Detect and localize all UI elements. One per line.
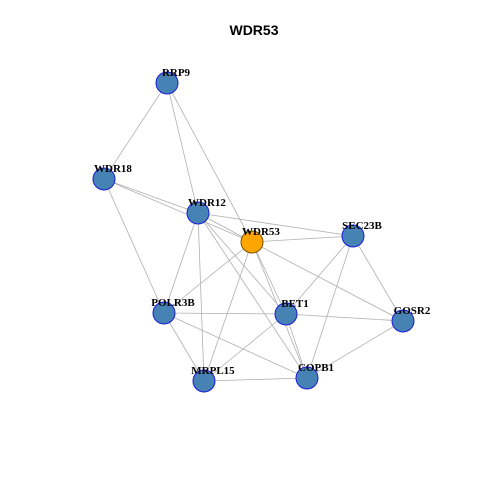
edge-rrp9-wdr12 <box>166 82 199 214</box>
node-wdr53[interactable] <box>240 230 264 254</box>
node-label-polr3b: POLR3B <box>151 297 195 309</box>
node-label-copb1: COPB1 <box>298 362 334 374</box>
node-label-mrpl15: MRPL15 <box>191 365 235 377</box>
edge-rrp9-wdr53 <box>166 82 253 243</box>
edge-wdr53-polr3b <box>163 241 253 314</box>
edge-wdr53-gosr2 <box>251 241 404 322</box>
edge-wdr12-sec23b <box>197 212 354 237</box>
node-bet1[interactable] <box>274 302 298 326</box>
edge-wdr18-wdr53 <box>103 178 253 243</box>
node-mrpl15[interactable] <box>192 369 216 393</box>
node-polr3b[interactable] <box>152 301 176 325</box>
edge-polr3b-bet1 <box>163 312 287 315</box>
edge-wdr18-polr3b <box>103 178 165 314</box>
node-copb1[interactable] <box>295 366 319 390</box>
edge-sec23b-bet1 <box>285 235 354 315</box>
edge-rrp9-wdr18 <box>103 82 168 180</box>
edge-mrpl15-copb1 <box>203 377 308 382</box>
edge-gosr2-copb1 <box>306 320 404 379</box>
node-wdr12[interactable] <box>186 201 210 225</box>
edge-polr3b-copb1 <box>163 312 308 379</box>
node-rrp9[interactable] <box>155 71 179 95</box>
edge-bet1-gosr2 <box>285 313 404 322</box>
edge-wdr12-polr3b <box>163 212 199 314</box>
node-wdr18[interactable] <box>92 167 116 191</box>
edge-wdr53-mrpl15 <box>203 241 253 382</box>
node-label-bet1: BET1 <box>281 298 309 310</box>
node-label-wdr12: WDR12 <box>188 197 226 209</box>
edge-wdr12-bet1 <box>197 212 287 315</box>
node-label-rrp9: RRP9 <box>162 67 191 79</box>
edge-wdr53-bet1 <box>251 241 287 315</box>
edge-wdr12-mrpl15 <box>197 212 205 382</box>
node-label-gosr2: GOSR2 <box>394 305 431 317</box>
node-label-wdr53: WDR53 <box>242 226 280 238</box>
edge-wdr18-wdr12 <box>103 178 199 214</box>
edge-wdr53-sec23b <box>251 235 354 243</box>
edge-polr3b-mrpl15 <box>163 312 205 382</box>
edges-layer <box>103 82 404 382</box>
node-label-wdr18: WDR18 <box>94 163 132 175</box>
edge-sec23b-copb1 <box>306 235 354 379</box>
node-label-sec23b: SEC23B <box>342 220 382 232</box>
edge-sec23b-gosr2 <box>352 235 404 322</box>
edge-wdr12-copb1 <box>197 212 308 379</box>
edge-bet1-mrpl15 <box>203 313 287 382</box>
node-sec23b[interactable] <box>341 224 365 248</box>
diagram-title: WDR53 <box>229 22 278 38</box>
nodes-layer <box>92 71 415 393</box>
node-gosr2[interactable] <box>391 309 415 333</box>
